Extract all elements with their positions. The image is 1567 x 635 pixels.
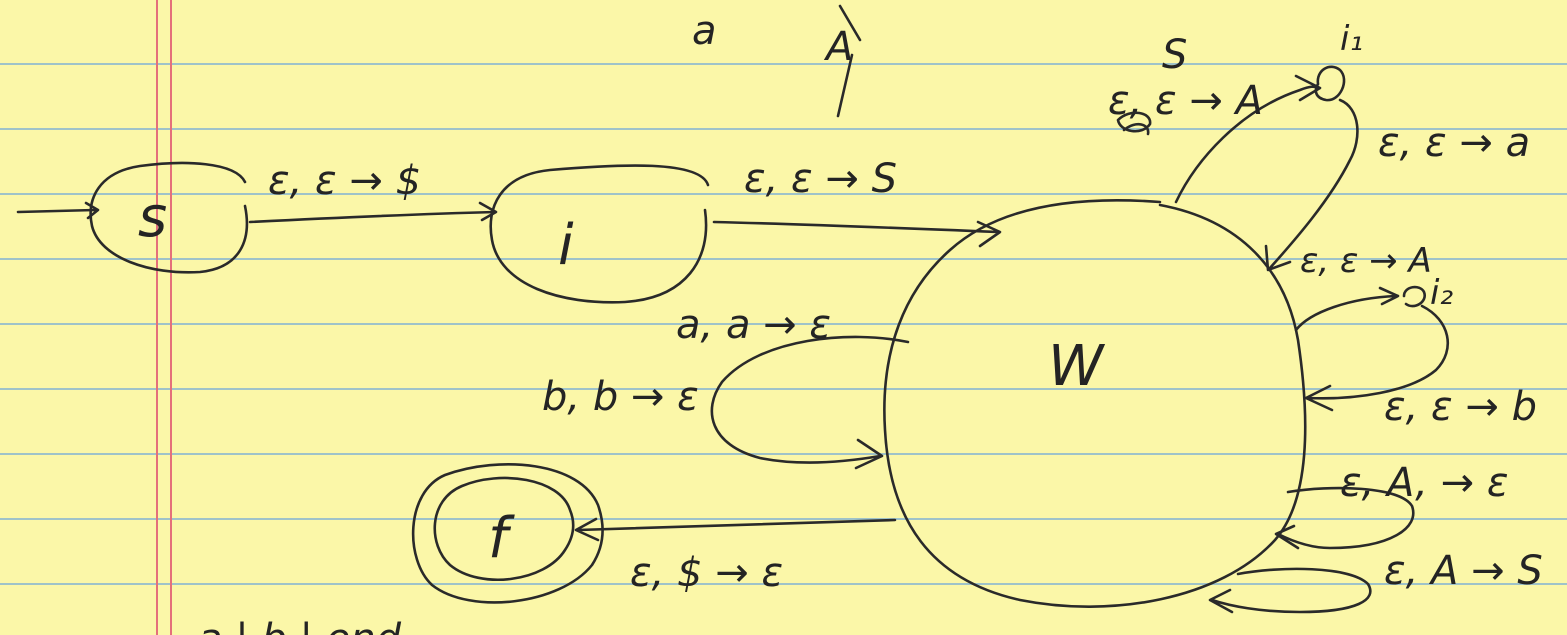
state-i1-circle — [1314, 65, 1346, 102]
edge-w-to-i1-label: ε, ε → A — [1108, 78, 1263, 124]
edge-i1-loop-label: ε, ε → a — [1378, 120, 1530, 166]
edge-i1-to-w: ε, ε → a — [1264, 98, 1530, 272]
edge-i-to-w: ε, ε → S — [712, 156, 1002, 248]
loop-ab: a, a → ε b, b → ε — [542, 302, 910, 470]
state-s-label: s — [138, 185, 167, 250]
state-f-inner-circle — [433, 476, 575, 582]
edge-i-to-w-label: ε, ε → S — [744, 156, 897, 202]
edge-s-to-i-label: ε, ε → $ — [268, 158, 421, 204]
loop-a-to-s-label: ε, A → S — [1384, 548, 1543, 594]
state-s: s — [16, 161, 249, 274]
top-scribbles: a A — [692, 4, 862, 118]
loop-pop-a: ε, A, → ε — [1274, 460, 1508, 550]
state-f-outer-circle — [411, 463, 604, 604]
state-i: i — [489, 164, 710, 304]
scribble-A: A — [823, 24, 853, 70]
state-w: W — [883, 199, 1307, 608]
edge-i2-loop-label: ε, ε → b — [1384, 384, 1537, 430]
state-s-circle — [89, 161, 249, 274]
edge-w-to-f: ε, $ → ε — [574, 517, 897, 596]
state-i2-label: i₂ — [1430, 273, 1453, 313]
edge-w-to-f-label: ε, $ → ε — [630, 550, 783, 596]
scribble-a: a — [692, 8, 717, 54]
start-arrow — [16, 201, 100, 220]
edge-w-to-i1: i₁ S ε, ε → A — [1108, 19, 1363, 204]
loop-a-label: a, a → ε — [676, 302, 831, 348]
state-w-circle — [883, 199, 1307, 608]
state-i1-label: i₁ — [1340, 19, 1363, 59]
state-i-label: i — [558, 213, 574, 278]
state-i-circle — [489, 164, 710, 304]
bottom-scribble-text: a | b | end — [198, 616, 402, 635]
state-f: f — [411, 463, 604, 604]
edge-i1-to-w-label: ε, ε → A — [1300, 241, 1432, 281]
scribble-strokes — [836, 4, 862, 118]
state-i2-circle — [1402, 285, 1426, 308]
state-f-label: f — [488, 506, 515, 571]
margin-line — [156, 0, 158, 635]
loop-a-to-s: ε, A → S — [1208, 548, 1543, 614]
edge-i2-to-w: ε, ε → b — [1304, 304, 1537, 430]
margin-line — [170, 0, 172, 635]
state-w-label: W — [1048, 334, 1106, 399]
edge-w-to-i1-top-label: S — [1162, 32, 1187, 78]
loop-pop-a-label: ε, A, → ε — [1340, 460, 1508, 506]
edge-s-to-i: ε, ε → $ — [248, 158, 498, 224]
edge-w-to-i2: ε, ε → A i₂ — [1294, 241, 1453, 332]
loop-b-label: b, b → ε — [542, 374, 699, 420]
scribble-mark — [1116, 111, 1152, 136]
